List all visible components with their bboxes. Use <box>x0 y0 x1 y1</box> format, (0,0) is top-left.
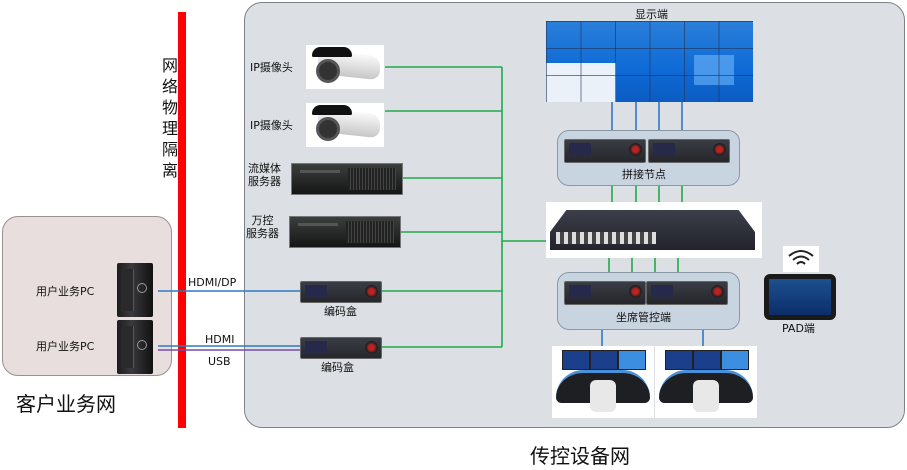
encoder-box-icon <box>300 281 382 303</box>
wankong-server-label: 万控 服务器 <box>246 214 279 240</box>
isolation-char: 物 <box>161 98 178 117</box>
encoder-label: 编码盒 <box>324 305 357 318</box>
encoder-box-icon <box>300 337 382 359</box>
link-label-hdmi: HDMI <box>205 333 235 346</box>
label-line: 万控 <box>251 214 274 227</box>
media-server-label: 流媒体 服务器 <box>248 162 281 188</box>
encoder-label: 编码盒 <box>321 361 354 374</box>
operator-console-icon <box>552 346 654 418</box>
seat-control-device-icon <box>564 281 646 305</box>
rack-server-icon <box>289 216 401 248</box>
pad-label: PAD端 <box>782 322 815 335</box>
splice-node-device-icon <box>648 139 730 163</box>
client-network-label: 客户业务网 <box>16 392 116 416</box>
desktop-tower-icon <box>117 320 153 374</box>
isolation-char: 网 <box>161 56 178 75</box>
display-label: 显示端 <box>635 8 668 21</box>
link-label-usb: USB <box>208 355 231 368</box>
seat-control-label: 坐席管控端 <box>616 311 671 324</box>
camera-label: IP摄像头 <box>250 119 293 132</box>
isolation-char: 隔 <box>161 140 178 159</box>
seat-control-device-icon <box>646 281 728 305</box>
label-line: 服务器 <box>248 175 281 188</box>
isolation-char: 离 <box>161 161 178 180</box>
rack-server-icon <box>291 163 403 195</box>
isolation-barrier <box>178 12 186 428</box>
isolation-char: 络 <box>161 77 178 96</box>
splice-node-label: 拼接节点 <box>622 168 666 181</box>
isolation-char: 理 <box>161 119 178 138</box>
ip-camera-icon <box>306 103 384 147</box>
isolation-label: 网 络 物 理 隔 离 <box>160 55 180 181</box>
operator-console-icon <box>655 346 757 418</box>
link-label-hdmi-dp: HDMI/DP <box>188 276 237 289</box>
video-wall-icon <box>546 21 753 102</box>
tablet-pad-icon <box>764 274 836 320</box>
network-switch-icon <box>546 202 762 258</box>
wifi-icon <box>783 246 819 272</box>
ip-camera-icon <box>306 45 384 89</box>
splice-node-device-icon <box>564 139 646 163</box>
camera-label: IP摄像头 <box>250 61 293 74</box>
pc-label: 用户业务PC <box>36 340 95 353</box>
label-line: 服务器 <box>246 227 279 240</box>
pc-label: 用户业务PC <box>36 285 95 298</box>
control-network-label: 传控设备网 <box>530 444 630 468</box>
label-line: 流媒体 <box>248 162 281 175</box>
desktop-tower-icon <box>117 263 153 317</box>
